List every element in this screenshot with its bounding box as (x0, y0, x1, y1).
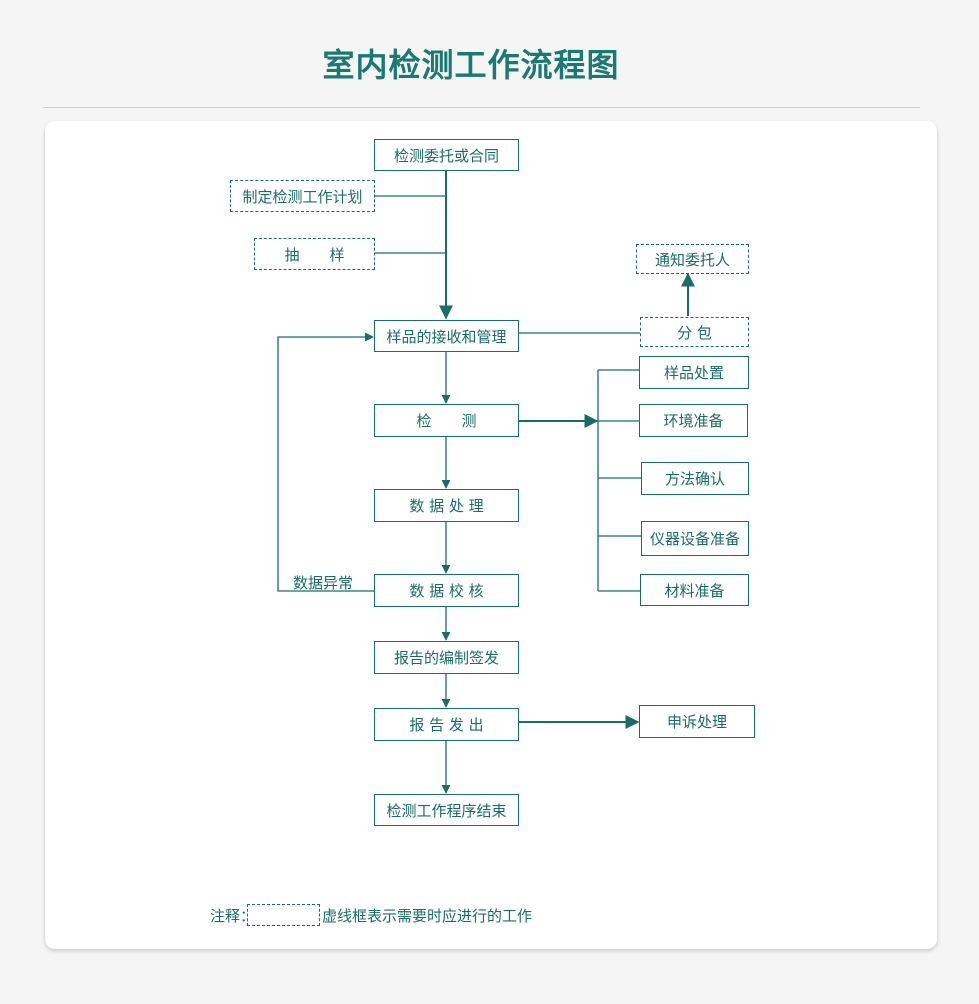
node-notify-client: 通知委托人 (636, 244, 749, 274)
legend-dashed-box (247, 904, 320, 926)
title-divider (43, 107, 920, 108)
arrow-anomaly-loop (277, 332, 374, 592)
node-data-check: 数 据 校 核 (374, 574, 519, 607)
node-report-compile: 报告的编制签发 (374, 641, 519, 674)
node-subcontract: 分 包 (640, 317, 749, 347)
node-plan: 制定检测工作计划 (230, 180, 375, 212)
node-appeal: 申诉处理 (639, 705, 755, 738)
node-method: 方法确认 (641, 462, 749, 495)
page-title: 室内检测工作流程图 (322, 46, 620, 84)
node-sample-disposal: 样品处置 (639, 356, 749, 389)
node-report-issue: 报 告 发 出 (374, 708, 519, 741)
node-receive: 样品的接收和管理 (374, 320, 519, 352)
node-end: 检测工作程序结束 (374, 794, 519, 826)
note-text: 虚线框表示需要时应进行的工作 (322, 907, 533, 925)
loop-label: 数据异常 (293, 574, 354, 592)
node-sampling: 抽 样 (254, 238, 375, 270)
note-prefix: 注释： (210, 907, 256, 925)
node-data-processing: 数 据 处 理 (374, 489, 519, 522)
node-commission: 检测委托或合同 (374, 139, 519, 171)
node-instrument: 仪器设备准备 (641, 521, 749, 556)
node-testing: 检 测 (374, 404, 519, 437)
node-environment: 环境准备 (639, 404, 748, 437)
node-material: 材料准备 (640, 574, 749, 606)
